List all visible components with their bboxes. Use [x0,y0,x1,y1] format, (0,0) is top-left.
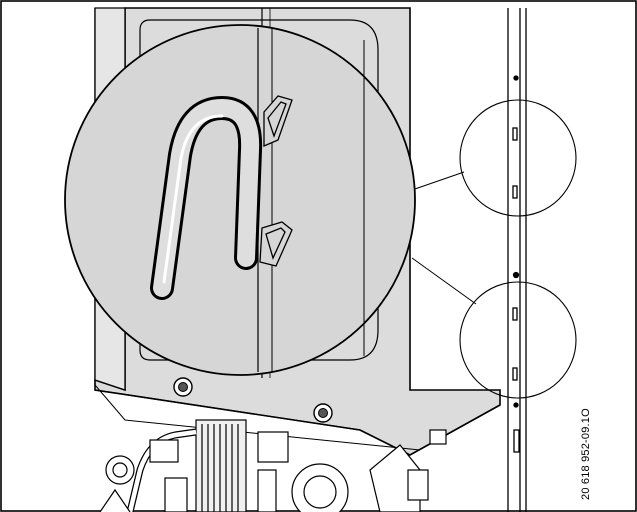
figure-reference-code: 20 618 952-09.1O [580,408,592,500]
magnifier-callout [64,24,416,376]
retaining-clip-icon [259,221,293,267]
leader-lines [411,171,477,305]
detail-circle-upper [459,99,577,217]
retaining-clip-icon [263,95,293,147]
screw-icon [313,403,333,423]
screw-icon [173,377,193,397]
detail-circle-lower [459,281,577,399]
internal-components [99,419,447,512]
wall-rail [507,8,527,512]
hook-icon [150,96,263,300]
